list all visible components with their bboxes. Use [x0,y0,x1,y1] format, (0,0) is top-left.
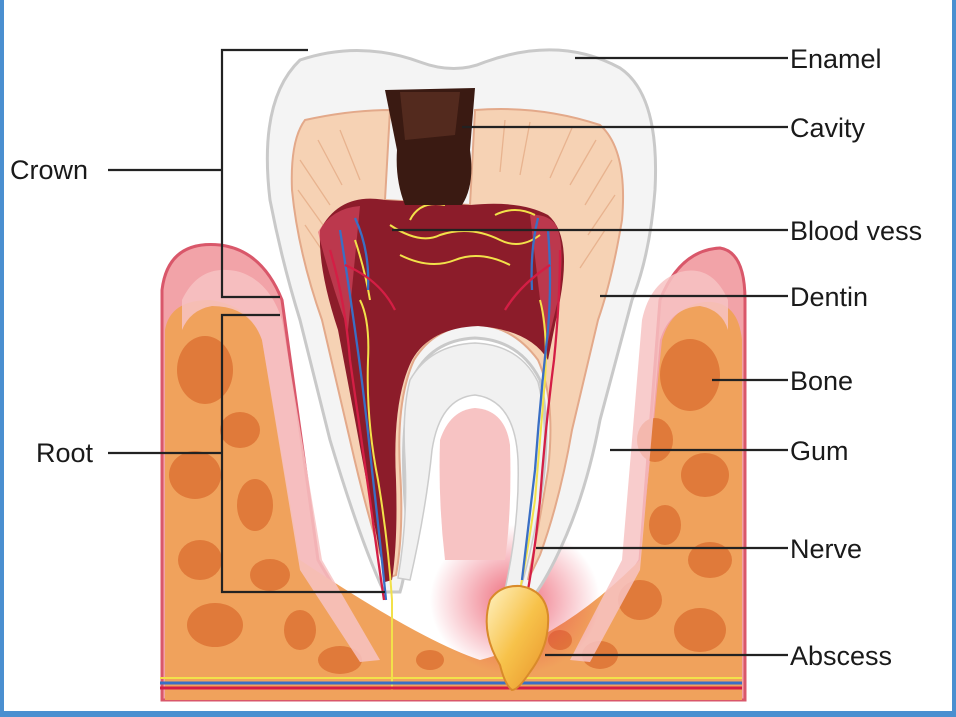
label-cavity: Cavity [790,113,866,143]
cavity-shade [400,92,460,140]
label-nerve: Nerve [790,534,862,564]
label-gum: Gum [790,436,849,466]
label-crown: Crown [10,155,88,185]
root-center [440,408,511,560]
label-root: Root [36,438,94,468]
label-abscess: Abscess [790,641,892,671]
label-bone: Bone [790,366,853,396]
label-dentin: Dentin [790,282,868,312]
label-blood-vessels: Blood vess [790,216,922,246]
label-enamel: Enamel [790,44,882,74]
